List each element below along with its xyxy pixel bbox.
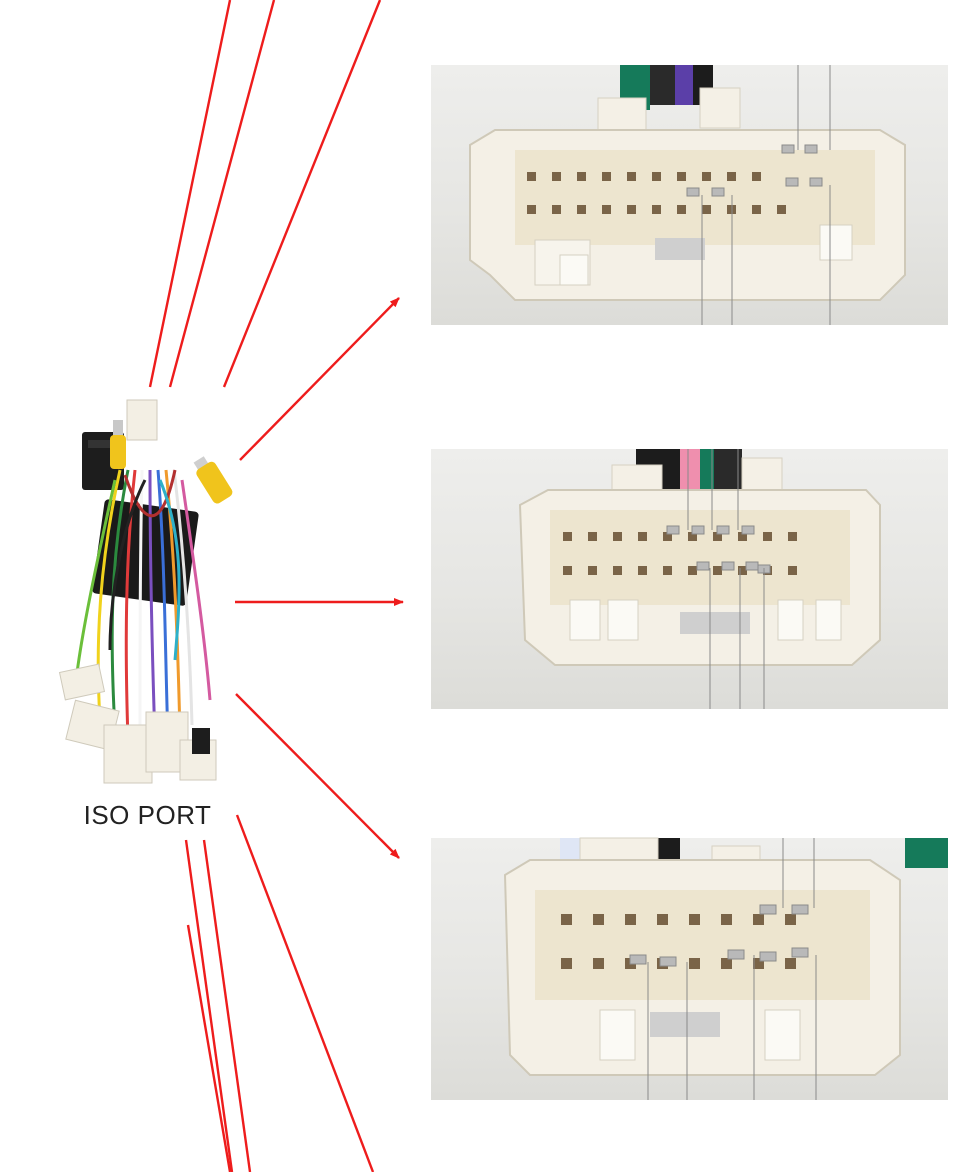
guide-line	[186, 924, 232, 1172]
arrow-to-bottom-connector	[235, 693, 400, 859]
guide-line	[148, 0, 232, 388]
arrow-to-top-connector	[239, 297, 400, 461]
guide-line	[184, 839, 234, 1172]
harness-label: ISO PORT	[83, 800, 212, 830]
guide-line	[202, 839, 252, 1172]
connector-photo-icon	[518, 449, 881, 709]
guide-line	[168, 0, 276, 388]
connector-photo-icon	[469, 65, 906, 325]
guide-line	[235, 814, 375, 1172]
connector-photo-icon	[503, 837, 948, 1100]
guide-line	[222, 0, 382, 388]
